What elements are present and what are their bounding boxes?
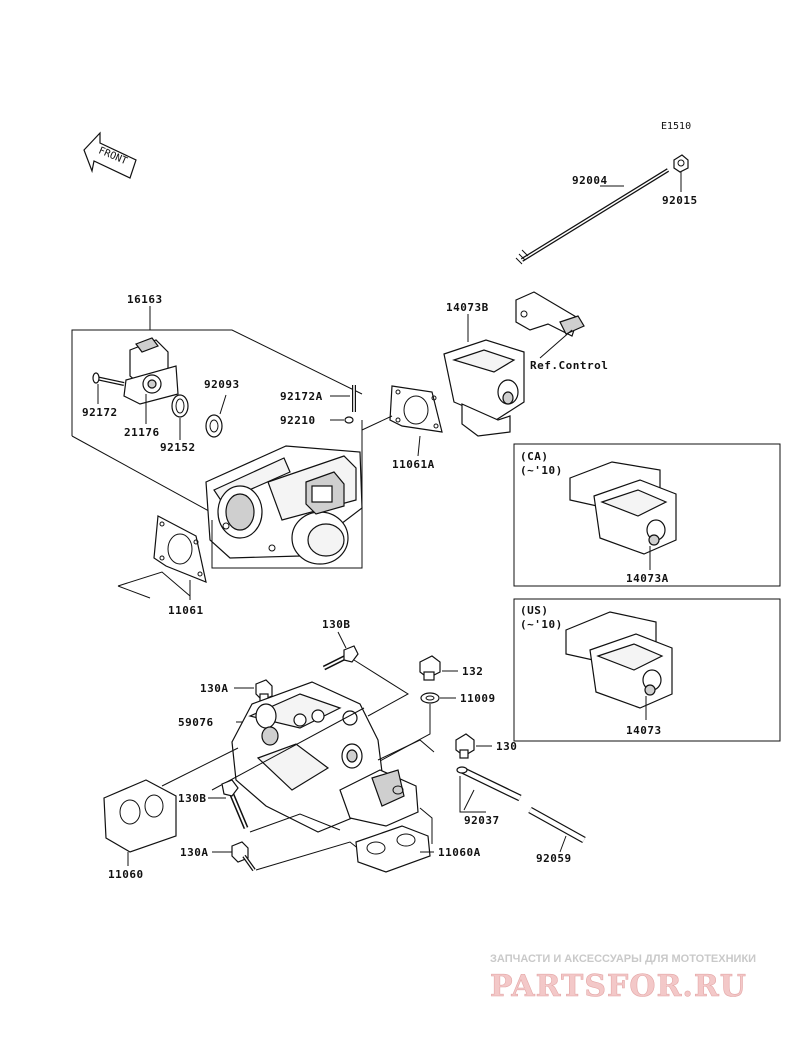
label-130A-top: 130A bbox=[200, 682, 229, 695]
bolt-130A-top bbox=[255, 679, 273, 703]
front-arrow-icon: FRONT bbox=[83, 131, 137, 179]
variant-us-panel: (US) (~'10) 14073 bbox=[513, 598, 781, 742]
bolt-130-right bbox=[455, 733, 475, 759]
label-11061: 11061 bbox=[168, 604, 204, 617]
label-130B-top: 130B bbox=[322, 618, 351, 631]
label-92004: 92004 bbox=[572, 174, 608, 187]
intake-joint-14073B bbox=[443, 339, 525, 437]
label-11061A: 11061A bbox=[392, 458, 435, 471]
nut-92015 bbox=[673, 154, 689, 173]
watermark-tagline: ЗАПЧАСТИ И АКСЕССУАРЫ ДЛЯ МОТОТЕХНИКИ bbox=[490, 953, 756, 965]
washer-92210 bbox=[344, 416, 354, 424]
washer-11009 bbox=[420, 692, 440, 704]
intake-housing-59076 bbox=[231, 681, 419, 833]
label-21176: 21176 bbox=[124, 426, 160, 439]
label-132: 132 bbox=[462, 665, 483, 678]
label-92037: 92037 bbox=[464, 814, 500, 827]
variant-ca-region: (CA) bbox=[520, 450, 549, 463]
label-92093: 92093 bbox=[204, 378, 240, 391]
pipe-92059 bbox=[528, 806, 586, 844]
gasket-11060A bbox=[355, 825, 431, 873]
oring-92093 bbox=[205, 414, 223, 438]
label-16163: 16163 bbox=[127, 293, 163, 306]
diagram-code: E1510 bbox=[661, 121, 691, 132]
label-11060A: 11060A bbox=[438, 846, 481, 859]
screw-92172 bbox=[92, 372, 125, 386]
pipe-92037 bbox=[456, 766, 522, 802]
label-92059: 92059 bbox=[536, 852, 572, 865]
bolt-130B-top bbox=[322, 645, 359, 671]
label-130-right: 130 bbox=[496, 740, 517, 753]
watermark-logo: PARTSFOR.RU bbox=[490, 969, 747, 1004]
bolt-132 bbox=[419, 655, 441, 681]
gasket-11061A bbox=[389, 385, 443, 433]
variant-ca-panel: (CA) (~'10) 14073A bbox=[513, 443, 781, 587]
label-11009: 11009 bbox=[460, 692, 496, 705]
bolt-130A-left bbox=[231, 841, 256, 872]
variant-us-note: (~'10) bbox=[520, 618, 563, 631]
control-bracket bbox=[515, 291, 585, 337]
bolt-130B-left bbox=[221, 779, 249, 829]
label-92015: 92015 bbox=[662, 194, 698, 207]
label-92172: 92172 bbox=[82, 406, 118, 419]
label-92210: 92210 bbox=[280, 414, 316, 427]
clip-92152 bbox=[171, 394, 189, 418]
variant-ca-note: (~'10) bbox=[520, 464, 563, 477]
rod-92004 bbox=[515, 168, 670, 265]
label-92172A: 92172A bbox=[280, 390, 323, 403]
label-92152: 92152 bbox=[160, 441, 196, 454]
throttle-body bbox=[205, 445, 363, 565]
label-130A-left: 130A bbox=[180, 846, 209, 859]
label-11060: 11060 bbox=[108, 868, 144, 881]
label-14073B: 14073B bbox=[446, 301, 489, 314]
label-59076: 59076 bbox=[178, 716, 214, 729]
ref-control-label: Ref.Control bbox=[530, 359, 608, 372]
gasket-11061 bbox=[153, 515, 207, 583]
variant-ca-part: 14073A bbox=[626, 572, 669, 585]
label-130B-left: 130B bbox=[178, 792, 207, 805]
gasket-11060 bbox=[103, 779, 177, 853]
variant-us-region: (US) bbox=[520, 604, 549, 617]
throttle-sensor-21176 bbox=[123, 337, 179, 405]
variant-us-part: 14073 bbox=[626, 724, 662, 737]
